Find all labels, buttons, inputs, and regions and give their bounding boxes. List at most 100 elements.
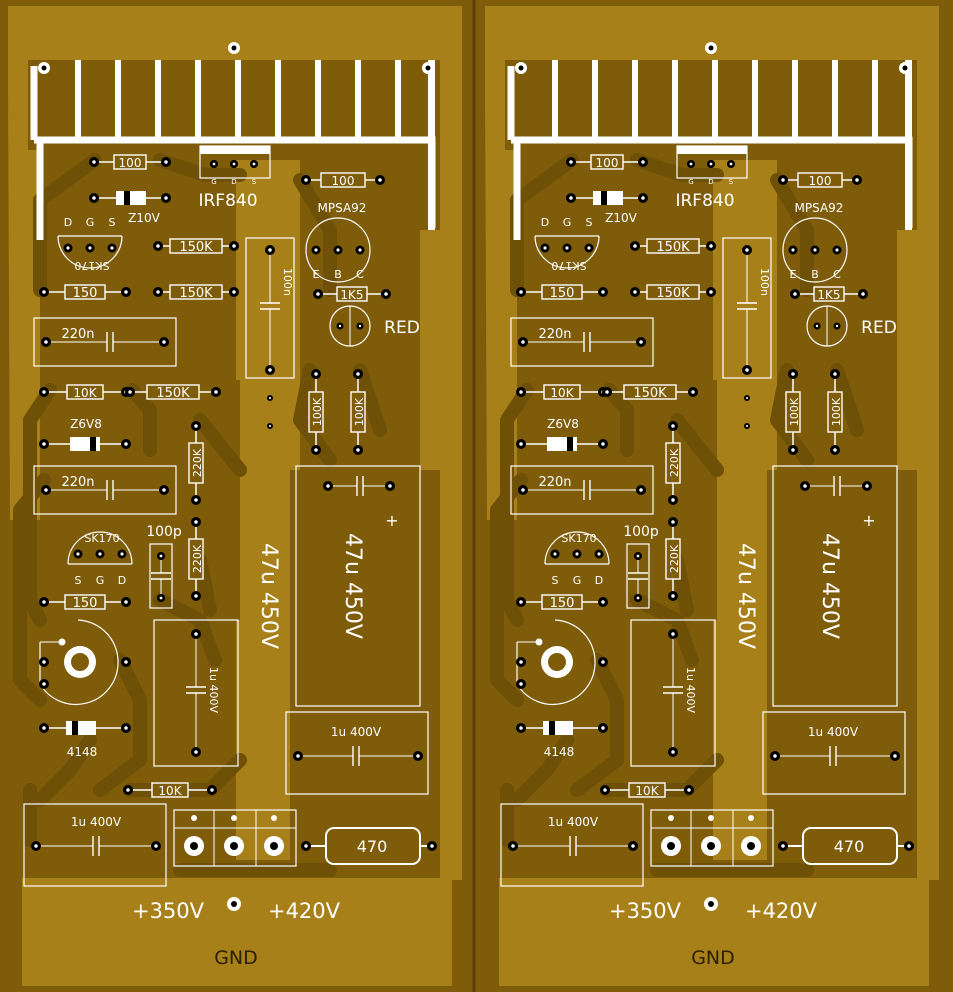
zener-z6v8-label: Z6V8 (70, 417, 102, 431)
zener-z10v (593, 191, 623, 205)
pin-label: C (833, 268, 841, 281)
resistor-100-gate-label: 100 (119, 156, 142, 170)
resistor-100-gate (113, 154, 147, 170)
pin-label: D (118, 574, 126, 587)
transistor-mpsa92-label: MPSA92 (318, 201, 367, 215)
capacitor-100p-outline (626, 543, 650, 609)
heatsink-fin (235, 60, 241, 140)
heatsink-fin (355, 60, 361, 140)
heatsink-fin (115, 60, 121, 140)
zener-z10v-label: Z10V (128, 211, 160, 225)
capacitor-220n-b-label: 220n (538, 475, 571, 490)
copper-trace (602, 383, 634, 457)
capacitor-100p-outline (149, 543, 173, 609)
copper-trace (193, 413, 247, 477)
mosfet-pin-label: G (211, 178, 216, 186)
copper-trace (670, 413, 724, 477)
capacitor-220n-b-outline (510, 465, 654, 515)
gnd-label: GND (691, 947, 735, 969)
capacitor-47u-outline (772, 465, 898, 707)
terminal-block (173, 809, 297, 867)
transistor-mpsa92 (782, 217, 848, 283)
jfet-sk170-bottom-label: SK170 (561, 532, 596, 545)
led-red-label: RED (384, 318, 420, 338)
capacitor-100n-outline (722, 237, 772, 379)
resistor-220k-a-label: 220K (668, 448, 681, 477)
mosfet-pin-label: S (729, 178, 734, 186)
pin-label: S (109, 216, 116, 229)
copper-trace (23, 383, 57, 627)
jfet-sk170-top-label: SK170 (74, 259, 109, 272)
capacitor-47u-side-label: 47u 450V (256, 543, 281, 649)
capacitor-1u-left-outline (23, 803, 167, 887)
resistor-150k-c (146, 384, 200, 400)
resistor-150-bottom-label: 150 (550, 596, 575, 611)
resistor-150k-c (623, 384, 677, 400)
trimpot-outline (39, 619, 119, 706)
zener-z6v8-label: Z6V8 (547, 417, 579, 431)
capacitor-220n-a-label: 220n (538, 327, 571, 342)
copper-trace (630, 153, 724, 182)
capacitor-1u-mid-outline (630, 619, 716, 767)
pin-label: D (64, 216, 72, 229)
capacitor-47u-side-label: 47u 450V (733, 543, 758, 649)
copper-trace (510, 733, 574, 807)
jfet-sk170-top (534, 235, 600, 269)
resistor-100-mpsa (797, 172, 843, 188)
copper-trace (770, 173, 814, 297)
resistor-220k-a (665, 442, 681, 484)
terminal-block (650, 809, 774, 867)
copper-trace (570, 653, 624, 797)
heatsink-fin (75, 60, 81, 140)
pin-label: E (790, 268, 797, 281)
capacitor-1u-right-outline (285, 711, 429, 795)
resistor-150k-a (169, 238, 223, 254)
capacitor-100n-label: 100n (758, 268, 771, 296)
resistor-1k5 (336, 286, 368, 302)
resistor-100-mpsa-label: 100 (332, 174, 355, 188)
resistor-100-gate (590, 154, 624, 170)
resistor-150-top (64, 284, 106, 300)
heatsink-fin (632, 60, 638, 140)
resistor-100k-a-label: 100K (788, 397, 801, 426)
heatsink-fin (155, 60, 161, 140)
resistor-220k-b (188, 538, 204, 580)
pin-label: S (75, 574, 82, 587)
resistor-150-top (541, 284, 583, 300)
heatsink-fin (552, 60, 558, 140)
copper-trace (353, 363, 387, 437)
pin-label: G (96, 574, 105, 587)
resistor-220k-a-label: 220K (191, 448, 204, 477)
heatsink-fin (592, 60, 598, 140)
resistor-470-label: 470 (357, 837, 388, 856)
resistor-100k-b (350, 391, 366, 433)
resistor-150k-b-label: 150K (656, 286, 690, 301)
capacitor-1u-mid-label: 1u 400V (207, 667, 220, 713)
resistor-10k-a (66, 384, 104, 400)
heatsink-fin (275, 60, 281, 140)
copper-trace (93, 653, 147, 797)
copper-trace (33, 733, 97, 807)
heatsink-fin (395, 60, 401, 140)
resistor-150-bottom (541, 594, 583, 610)
heatsink-fin (792, 60, 798, 140)
heatsink-fin (315, 60, 321, 140)
mosfet-label: IRF840 (198, 191, 257, 211)
transistor-mpsa92-label: MPSA92 (795, 201, 844, 215)
heatsink-fin (712, 60, 718, 140)
pin-label: B (334, 268, 342, 281)
mosfet-pin-label: D (231, 178, 236, 186)
heatsink-fin (872, 60, 878, 140)
supply-420v-label: +420V (268, 899, 341, 923)
capacitor-220n-a-outline (510, 317, 654, 367)
heatsink-fin (832, 60, 838, 140)
mosfet-pin-label: S (252, 178, 257, 186)
resistor-150k-b (169, 284, 223, 300)
resistor-100-mpsa (320, 172, 366, 188)
resistor-10k-a (543, 384, 581, 400)
resistor-150-bottom (64, 594, 106, 610)
capacitor-1u-right-label: 1u 400V (808, 725, 859, 739)
